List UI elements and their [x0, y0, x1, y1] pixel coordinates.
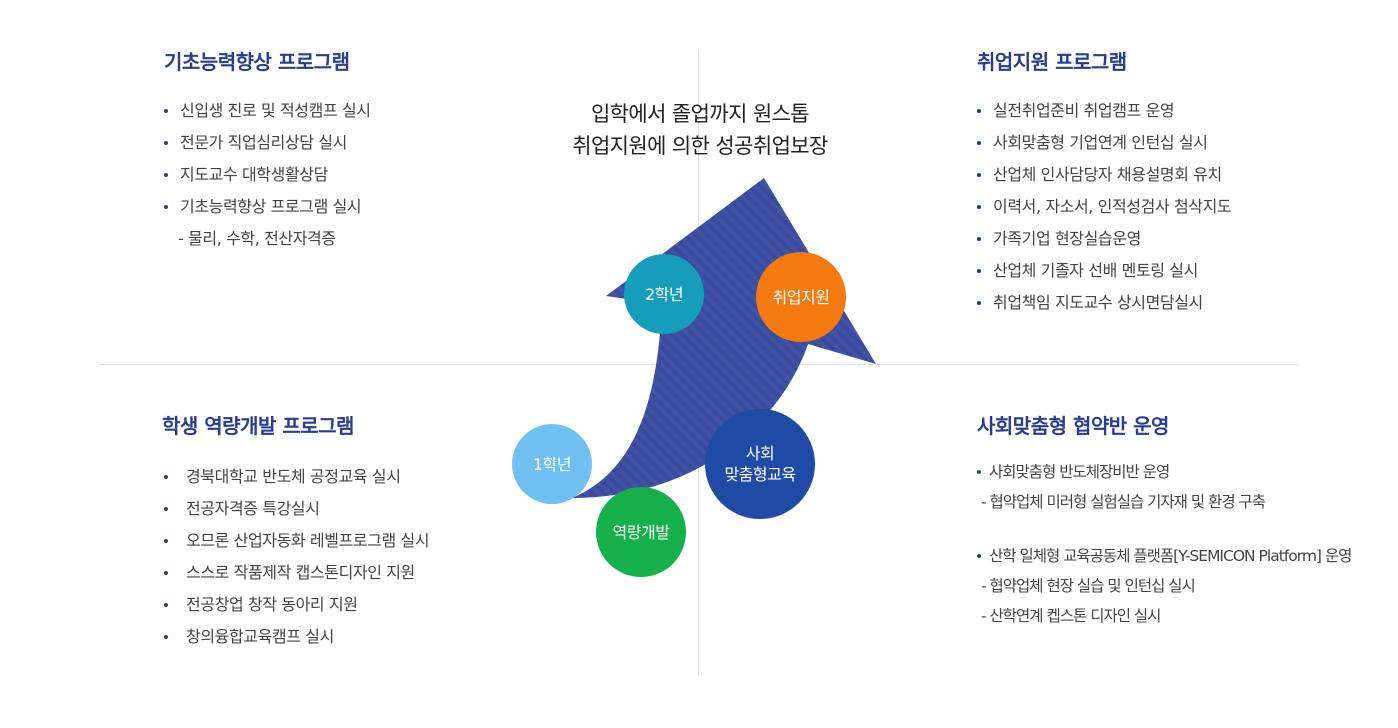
list-item: 오므론 산업자동화 레벨프로그램 실시 — [162, 525, 430, 557]
list-item: 사회맞춤형 기업연계 인턴십 실시 — [977, 127, 1231, 159]
employment-circle: 취업지원 — [756, 252, 846, 342]
item-list: 사회맞춤형 반도체장비반 운영 - 협약업체 미러형 실험실습 기자재 및 환경… — [977, 457, 1352, 631]
section-title: 기초능력향상 프로그램 — [164, 50, 350, 74]
social-circle: 사회 맞춤형교육 — [705, 409, 815, 519]
list-item: 전공창업 창작 동아리 지원 — [162, 589, 429, 621]
social-custom-section: 사회맞춤형 협약반 운영 사회맞춤형 반도체장비반 운영 - 협약업체 미러형 … — [977, 410, 1352, 631]
center-title-line2: 취업지원에 의한 성공취업보장 — [572, 134, 828, 158]
section-title: 학생 역량개발 프로그램 — [162, 414, 354, 438]
list-item: 산업체 기졸자 선배 멘토링 실시 — [977, 255, 1231, 287]
list-item: 신입생 진로 및 적성캠프 실시 — [164, 95, 371, 127]
list-item: 가족기업 현장실습운영 — [977, 223, 1231, 255]
grade1-circle: 1학년 — [512, 424, 592, 504]
list-subitem: - 물리, 수학, 전산자격증 — [178, 229, 336, 248]
list-subitem: - 산학연계 켑스톤 디자인 실시 — [981, 607, 1161, 625]
social-label: 사회 맞춤형교육 — [724, 444, 796, 484]
list-item: 실전취업준비 취업캠프 운영 — [977, 95, 1231, 127]
item-list: 경북대학교 반도체 공정교육 실시 전공자격증 특강실시 오므론 산업자동화 레… — [162, 461, 430, 653]
list-item: 전공자격증 특강실시 — [162, 493, 429, 525]
list-item: 산학 일체형 교육공동체 플랫폼[Y-SEMICON Platform] 운영 — [977, 541, 1352, 571]
capacity-label: 역량개발 — [612, 522, 670, 542]
list-item: 창의융합교육캠프 실시 — [162, 621, 429, 653]
grade1-label: 1학년 — [532, 454, 572, 474]
item-list: 실전취업준비 취업캠프 운영 사회맞춤형 기업연계 인턴십 실시 산업체 인사담… — [977, 95, 1232, 319]
list-item: 산업체 인사담당자 채용설명회 유치 — [977, 159, 1231, 191]
list-item: 이력서, 자소서, 인적성검사 첨삭지도 — [977, 191, 1232, 223]
list-item: 사회맞춤형 반도체장비반 운영 — [977, 457, 1351, 487]
capacity-circle: 역량개발 — [596, 487, 686, 577]
list-item: 기초능력향상 프로그램 실시 — [164, 191, 371, 223]
center-title: 입학에서 졸업까지 원스톱 취업지원에 의한 성공취업보장 — [510, 98, 890, 162]
employment-label: 취업지원 — [772, 287, 830, 307]
grade2-circle: 2학년 — [624, 254, 704, 334]
section-title: 취업지원 프로그램 — [977, 50, 1127, 74]
basic-skills-section: 기초능력향상 프로그램 신입생 진로 및 적성캠프 실시 전문가 직업심리상담 … — [164, 46, 371, 255]
list-subitem: - 협약업체 현장 실습 및 인턴십 실시 — [981, 577, 1196, 595]
item-list: 신입생 진로 및 적성캠프 실시 전문가 직업심리상담 실시 지도교수 대학생활… — [164, 95, 371, 255]
list-item: 취업책임 지도교수 상시면담실시 — [977, 287, 1231, 319]
grade2-label: 2학년 — [644, 284, 684, 304]
employment-support-section: 취업지원 프로그램 실전취업준비 취업캠프 운영 사회맞춤형 기업연계 인턴십 … — [977, 46, 1232, 319]
section-title: 사회맞춤형 협약반 운영 — [977, 414, 1169, 438]
center-title-line1: 입학에서 졸업까지 원스톱 — [590, 102, 810, 126]
list-item: 지도교수 대학생활상담 — [164, 159, 371, 191]
list-item: 스스로 작품제작 캡스톤디자인 지원 — [162, 557, 429, 589]
student-development-section: 학생 역량개발 프로그램 경북대학교 반도체 공정교육 실시 전공자격증 특강실… — [162, 410, 430, 653]
list-item: 전문가 직업심리상담 실시 — [164, 127, 371, 159]
list-subitem: - 협약업체 미러형 실험실습 기자재 및 환경 구축 — [981, 493, 1266, 511]
list-item: 경북대학교 반도체 공정교육 실시 — [162, 461, 429, 493]
